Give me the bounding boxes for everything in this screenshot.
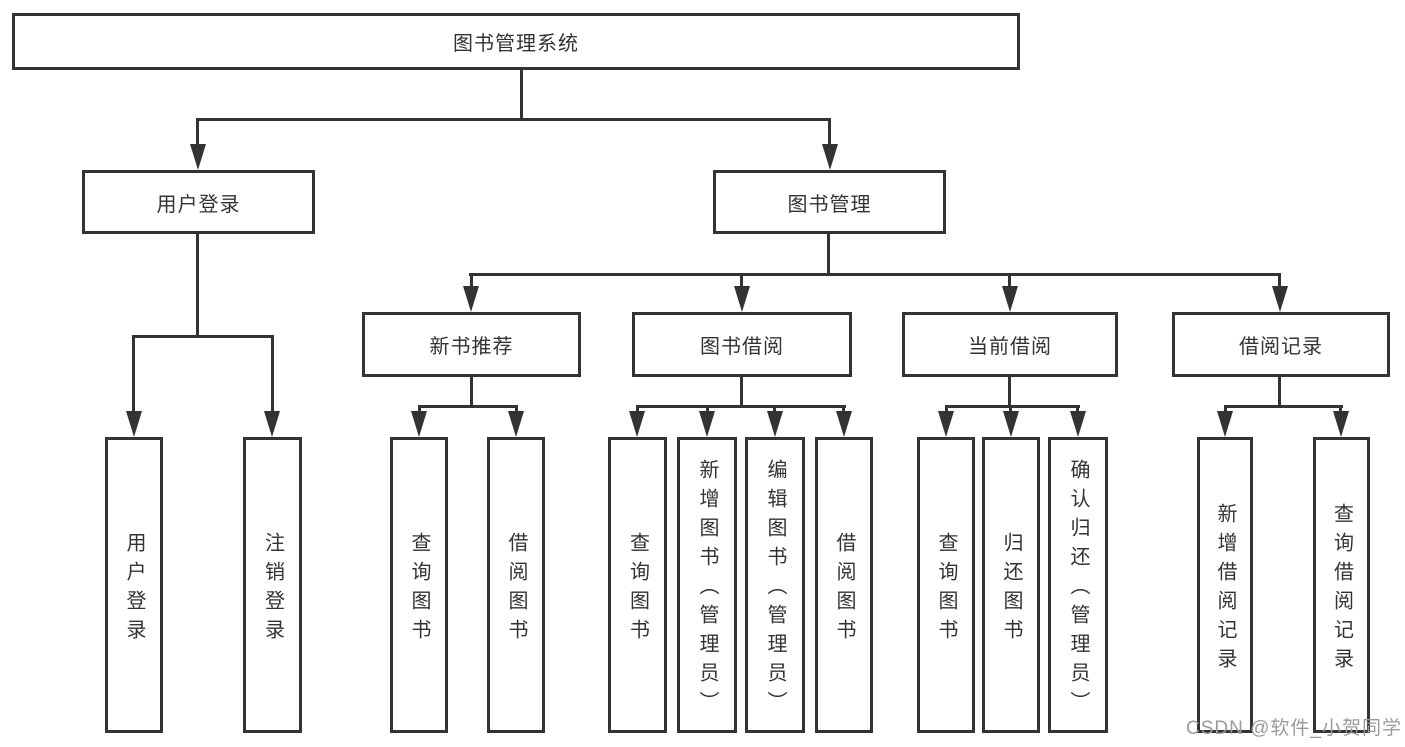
connector-line bbox=[418, 405, 518, 408]
leaf-add-book-admin: 新增图书（管理员） bbox=[677, 437, 737, 733]
leaf-query-books-recommend: 查询图书 bbox=[390, 437, 448, 733]
node-label: 新书推荐 bbox=[429, 336, 514, 358]
connector-line bbox=[1224, 405, 1343, 408]
node-label: 图书管理 bbox=[787, 193, 872, 216]
node-book-management: 图书管理 bbox=[713, 170, 946, 234]
leaf-confirm-return-admin: 确认归还（管理员） bbox=[1048, 437, 1108, 733]
connector-line bbox=[740, 273, 743, 291]
node-label: 当前借阅 bbox=[968, 336, 1052, 358]
leaf-label: 查询图书 bbox=[935, 531, 957, 648]
connector-line bbox=[636, 405, 639, 415]
connector-line bbox=[1009, 405, 1012, 415]
leaf-label: 借阅图书 bbox=[833, 531, 855, 648]
node-label: 图书借阅 bbox=[700, 336, 784, 358]
leaf-borrow-books-recommend: 借阅图书 bbox=[487, 437, 545, 733]
connector-line bbox=[133, 335, 274, 338]
leaf-label: 注销登录 bbox=[261, 531, 284, 648]
connector-line bbox=[469, 273, 1281, 276]
arrow-down-icon bbox=[1217, 411, 1233, 437]
leaf-logout: 注销登录 bbox=[243, 437, 302, 733]
leaf-label: 新增借阅记录 bbox=[1214, 502, 1236, 677]
connector-line bbox=[271, 335, 274, 417]
connector-line bbox=[197, 118, 831, 121]
node-book-borrowing: 图书借阅 bbox=[632, 312, 852, 377]
leaf-label: 查询图书 bbox=[408, 531, 430, 648]
leaf-label: 查询图书 bbox=[626, 531, 649, 648]
leaf-label: 归还图书 bbox=[1000, 531, 1022, 648]
leaf-label: 用户登录 bbox=[123, 531, 145, 648]
arrow-down-icon bbox=[411, 411, 427, 437]
arrow-down-icon bbox=[264, 411, 280, 437]
connector-line bbox=[470, 377, 473, 405]
arrow-down-icon bbox=[1002, 286, 1018, 312]
arrow-down-icon bbox=[1272, 286, 1288, 312]
connector-line bbox=[945, 405, 948, 415]
leaf-label: 新增图书（管理员） bbox=[696, 459, 718, 720]
leaf-return-books: 归还图书 bbox=[982, 437, 1040, 733]
leaf-add-borrow-record: 新增借阅记录 bbox=[1197, 437, 1253, 733]
leaf-edit-book-admin: 编辑图书（管理员） bbox=[745, 437, 805, 733]
connector-line bbox=[196, 118, 199, 150]
leaf-query-borrow-record: 查询借阅记录 bbox=[1313, 437, 1370, 733]
connector-line bbox=[773, 405, 776, 415]
connector-line bbox=[1008, 273, 1011, 291]
arrow-down-icon bbox=[508, 411, 524, 437]
node-user-login: 用户登录 bbox=[82, 170, 315, 234]
arrow-down-icon bbox=[463, 286, 479, 312]
arrow-down-icon bbox=[699, 411, 715, 437]
leaf-label: 编辑图书（管理员） bbox=[764, 459, 786, 720]
arrow-down-icon bbox=[1003, 411, 1019, 437]
arrow-down-icon bbox=[822, 144, 838, 170]
arrow-down-icon bbox=[126, 411, 142, 437]
connector-line bbox=[1339, 405, 1342, 415]
arrow-down-icon bbox=[1070, 411, 1086, 437]
arrow-down-icon bbox=[836, 411, 852, 437]
leaf-query-books-borrow: 查询图书 bbox=[608, 437, 667, 733]
leaf-query-books-current: 查询图书 bbox=[917, 437, 975, 733]
connector-line bbox=[945, 405, 1080, 408]
arrow-down-icon bbox=[767, 411, 783, 437]
leaf-borrow-books: 借阅图书 bbox=[815, 437, 873, 733]
node-current-borrowing: 当前借阅 bbox=[902, 312, 1118, 377]
connector-line bbox=[636, 405, 846, 408]
node-library-system: 图书管理系统 bbox=[12, 13, 1020, 70]
watermark-text: CSDN @软件_小贺同学 bbox=[1186, 718, 1402, 739]
connector-line bbox=[470, 273, 473, 291]
arrow-down-icon bbox=[190, 144, 206, 170]
connector-line bbox=[706, 405, 709, 415]
node-borrowing-records: 借阅记录 bbox=[1172, 312, 1390, 377]
leaf-user-login: 用户登录 bbox=[105, 437, 163, 733]
connector-line bbox=[196, 234, 199, 335]
arrow-down-icon bbox=[629, 411, 645, 437]
connector-line bbox=[132, 335, 135, 417]
leaf-label: 查询借阅记录 bbox=[1330, 502, 1353, 677]
leaf-label: 借阅图书 bbox=[505, 531, 527, 648]
connector-line bbox=[842, 405, 845, 415]
connector-line bbox=[1008, 377, 1011, 405]
connector-line bbox=[515, 405, 518, 415]
connector-line bbox=[1278, 377, 1281, 405]
node-label: 借阅记录 bbox=[1239, 336, 1323, 358]
connector-line bbox=[827, 234, 830, 273]
connector-line bbox=[828, 118, 831, 150]
connector-line bbox=[1224, 405, 1227, 415]
connector-line bbox=[520, 70, 523, 118]
connector-line bbox=[740, 377, 743, 405]
connector-line bbox=[1278, 273, 1281, 291]
connector-line bbox=[418, 405, 421, 415]
leaf-label: 确认归还（管理员） bbox=[1067, 459, 1089, 720]
node-label: 用户登录 bbox=[156, 193, 241, 216]
arrow-down-icon bbox=[734, 286, 750, 312]
arrow-down-icon bbox=[938, 411, 954, 437]
node-label: 图书管理系统 bbox=[453, 33, 579, 55]
node-new-book-recommendation: 新书推荐 bbox=[362, 312, 581, 377]
connector-line bbox=[1076, 405, 1079, 415]
arrow-down-icon bbox=[1333, 411, 1349, 437]
